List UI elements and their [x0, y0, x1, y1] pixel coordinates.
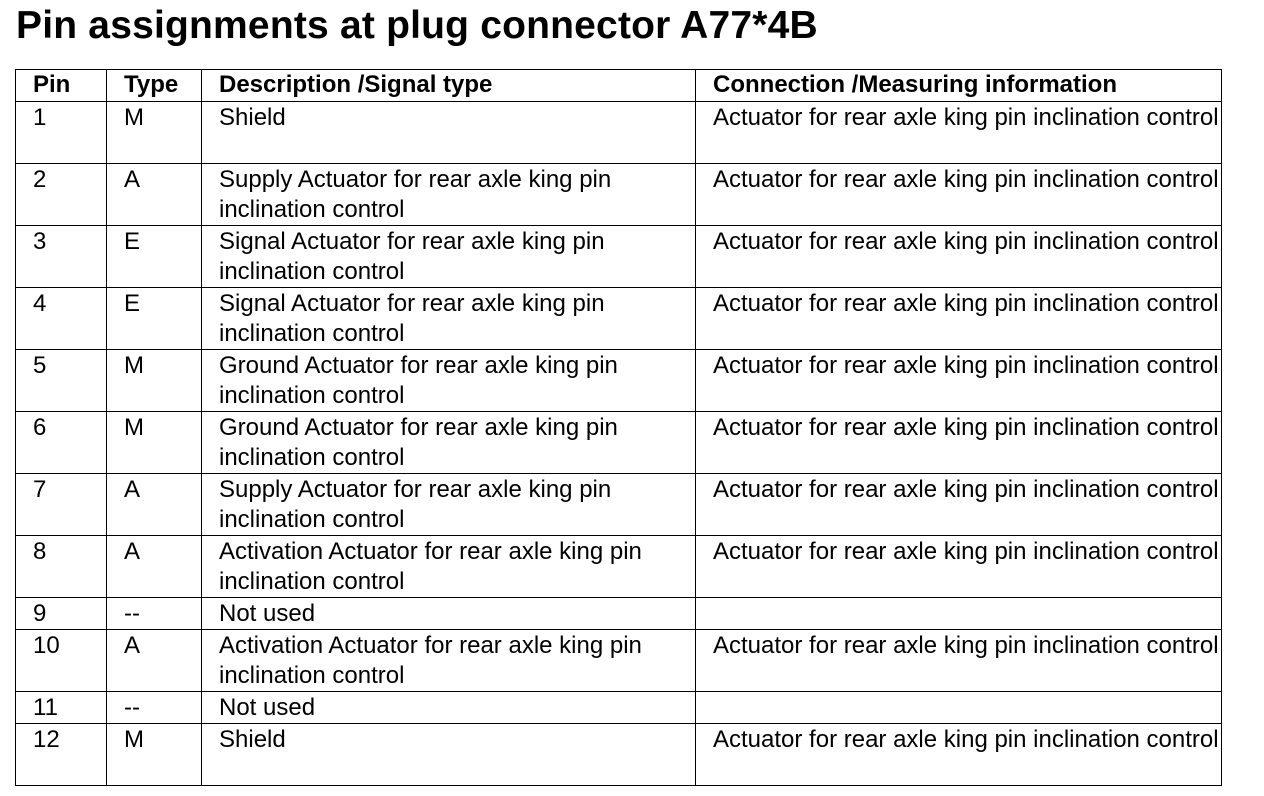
pin-cell: 2	[15, 163, 107, 226]
table-row: 10 A Activation Actuator for rear axle k…	[15, 629, 1222, 692]
page-title: Pin assignments at plug connector A77*4B	[16, 4, 818, 47]
type-cell: A	[106, 535, 202, 598]
description-cell: Ground Actuator for rear axle king pin i…	[201, 349, 696, 412]
table-row: 12 M Shield Actuator for rear axle king …	[15, 723, 1222, 786]
type-cell: --	[106, 597, 202, 630]
connection-cell	[695, 597, 1222, 630]
table-row: 5 M Ground Actuator for rear axle king p…	[15, 349, 1222, 412]
type-cell: M	[106, 101, 202, 164]
table-row: 2 A Supply Actuator for rear axle king p…	[15, 163, 1222, 226]
pin-cell: 10	[15, 629, 107, 692]
type-cell: M	[106, 349, 202, 412]
connection-cell: Actuator for rear axle king pin inclinat…	[695, 225, 1222, 288]
type-cell: A	[106, 473, 202, 536]
type-cell: A	[106, 163, 202, 226]
connection-cell	[695, 691, 1222, 724]
connection-cell: Actuator for rear axle king pin inclinat…	[695, 101, 1222, 164]
type-cell: E	[106, 287, 202, 350]
pin-cell: 11	[15, 691, 107, 724]
description-cell: Supply Actuator for rear axle king pin i…	[201, 163, 696, 226]
description-cell: Signal Actuator for rear axle king pin i…	[201, 225, 696, 288]
connection-cell: Actuator for rear axle king pin inclinat…	[695, 163, 1222, 226]
table-row: 4 E Signal Actuator for rear axle king p…	[15, 287, 1222, 350]
type-cell: E	[106, 225, 202, 288]
description-cell: Activation Actuator for rear axle king p…	[201, 629, 696, 692]
connection-cell: Actuator for rear axle king pin inclinat…	[695, 411, 1222, 474]
table-row: 11 -- Not used	[15, 691, 1222, 724]
type-cell: M	[106, 411, 202, 474]
description-cell: Ground Actuator for rear axle king pin i…	[201, 411, 696, 474]
description-cell: Activation Actuator for rear axle king p…	[201, 535, 696, 598]
table-row: 7 A Supply Actuator for rear axle king p…	[15, 473, 1222, 536]
type-cell: --	[106, 691, 202, 724]
table-header-row: Pin Type Description /Signal type Connec…	[15, 69, 1222, 102]
description-cell: Shield	[201, 101, 696, 164]
type-cell: M	[106, 723, 202, 786]
pin-cell: 12	[15, 723, 107, 786]
header-type: Type	[106, 69, 202, 102]
pin-cell: 8	[15, 535, 107, 598]
description-cell: Shield	[201, 723, 696, 786]
connection-cell: Actuator for rear axle king pin inclinat…	[695, 723, 1222, 786]
table-row: 9 -- Not used	[15, 597, 1222, 630]
connection-cell: Actuator for rear axle king pin inclinat…	[695, 349, 1222, 412]
connection-cell: Actuator for rear axle king pin inclinat…	[695, 535, 1222, 598]
connection-cell: Actuator for rear axle king pin inclinat…	[695, 473, 1222, 536]
table-row: 3 E Signal Actuator for rear axle king p…	[15, 225, 1222, 288]
header-description: Description /Signal type	[201, 69, 696, 102]
table-row: 6 M Ground Actuator for rear axle king p…	[15, 411, 1222, 474]
pin-cell: 7	[15, 473, 107, 536]
header-connection: Connection /Measuring information	[695, 69, 1222, 102]
connection-cell: Actuator for rear axle king pin inclinat…	[695, 629, 1222, 692]
pin-assignment-table: Pin Type Description /Signal type Connec…	[15, 69, 1222, 786]
description-cell: Signal Actuator for rear axle king pin i…	[201, 287, 696, 350]
description-cell: Not used	[201, 691, 696, 724]
type-cell: A	[106, 629, 202, 692]
pin-cell: 3	[15, 225, 107, 288]
pin-cell: 4	[15, 287, 107, 350]
table-row: 8 A Activation Actuator for rear axle ki…	[15, 535, 1222, 598]
pin-cell: 5	[15, 349, 107, 412]
pin-cell: 9	[15, 597, 107, 630]
table-row: 1 M Shield Actuator for rear axle king p…	[15, 101, 1222, 164]
header-pin: Pin	[15, 69, 107, 102]
pin-cell: 1	[15, 101, 107, 164]
pin-cell: 6	[15, 411, 107, 474]
description-cell: Supply Actuator for rear axle king pin i…	[201, 473, 696, 536]
description-cell: Not used	[201, 597, 696, 630]
connection-cell: Actuator for rear axle king pin inclinat…	[695, 287, 1222, 350]
